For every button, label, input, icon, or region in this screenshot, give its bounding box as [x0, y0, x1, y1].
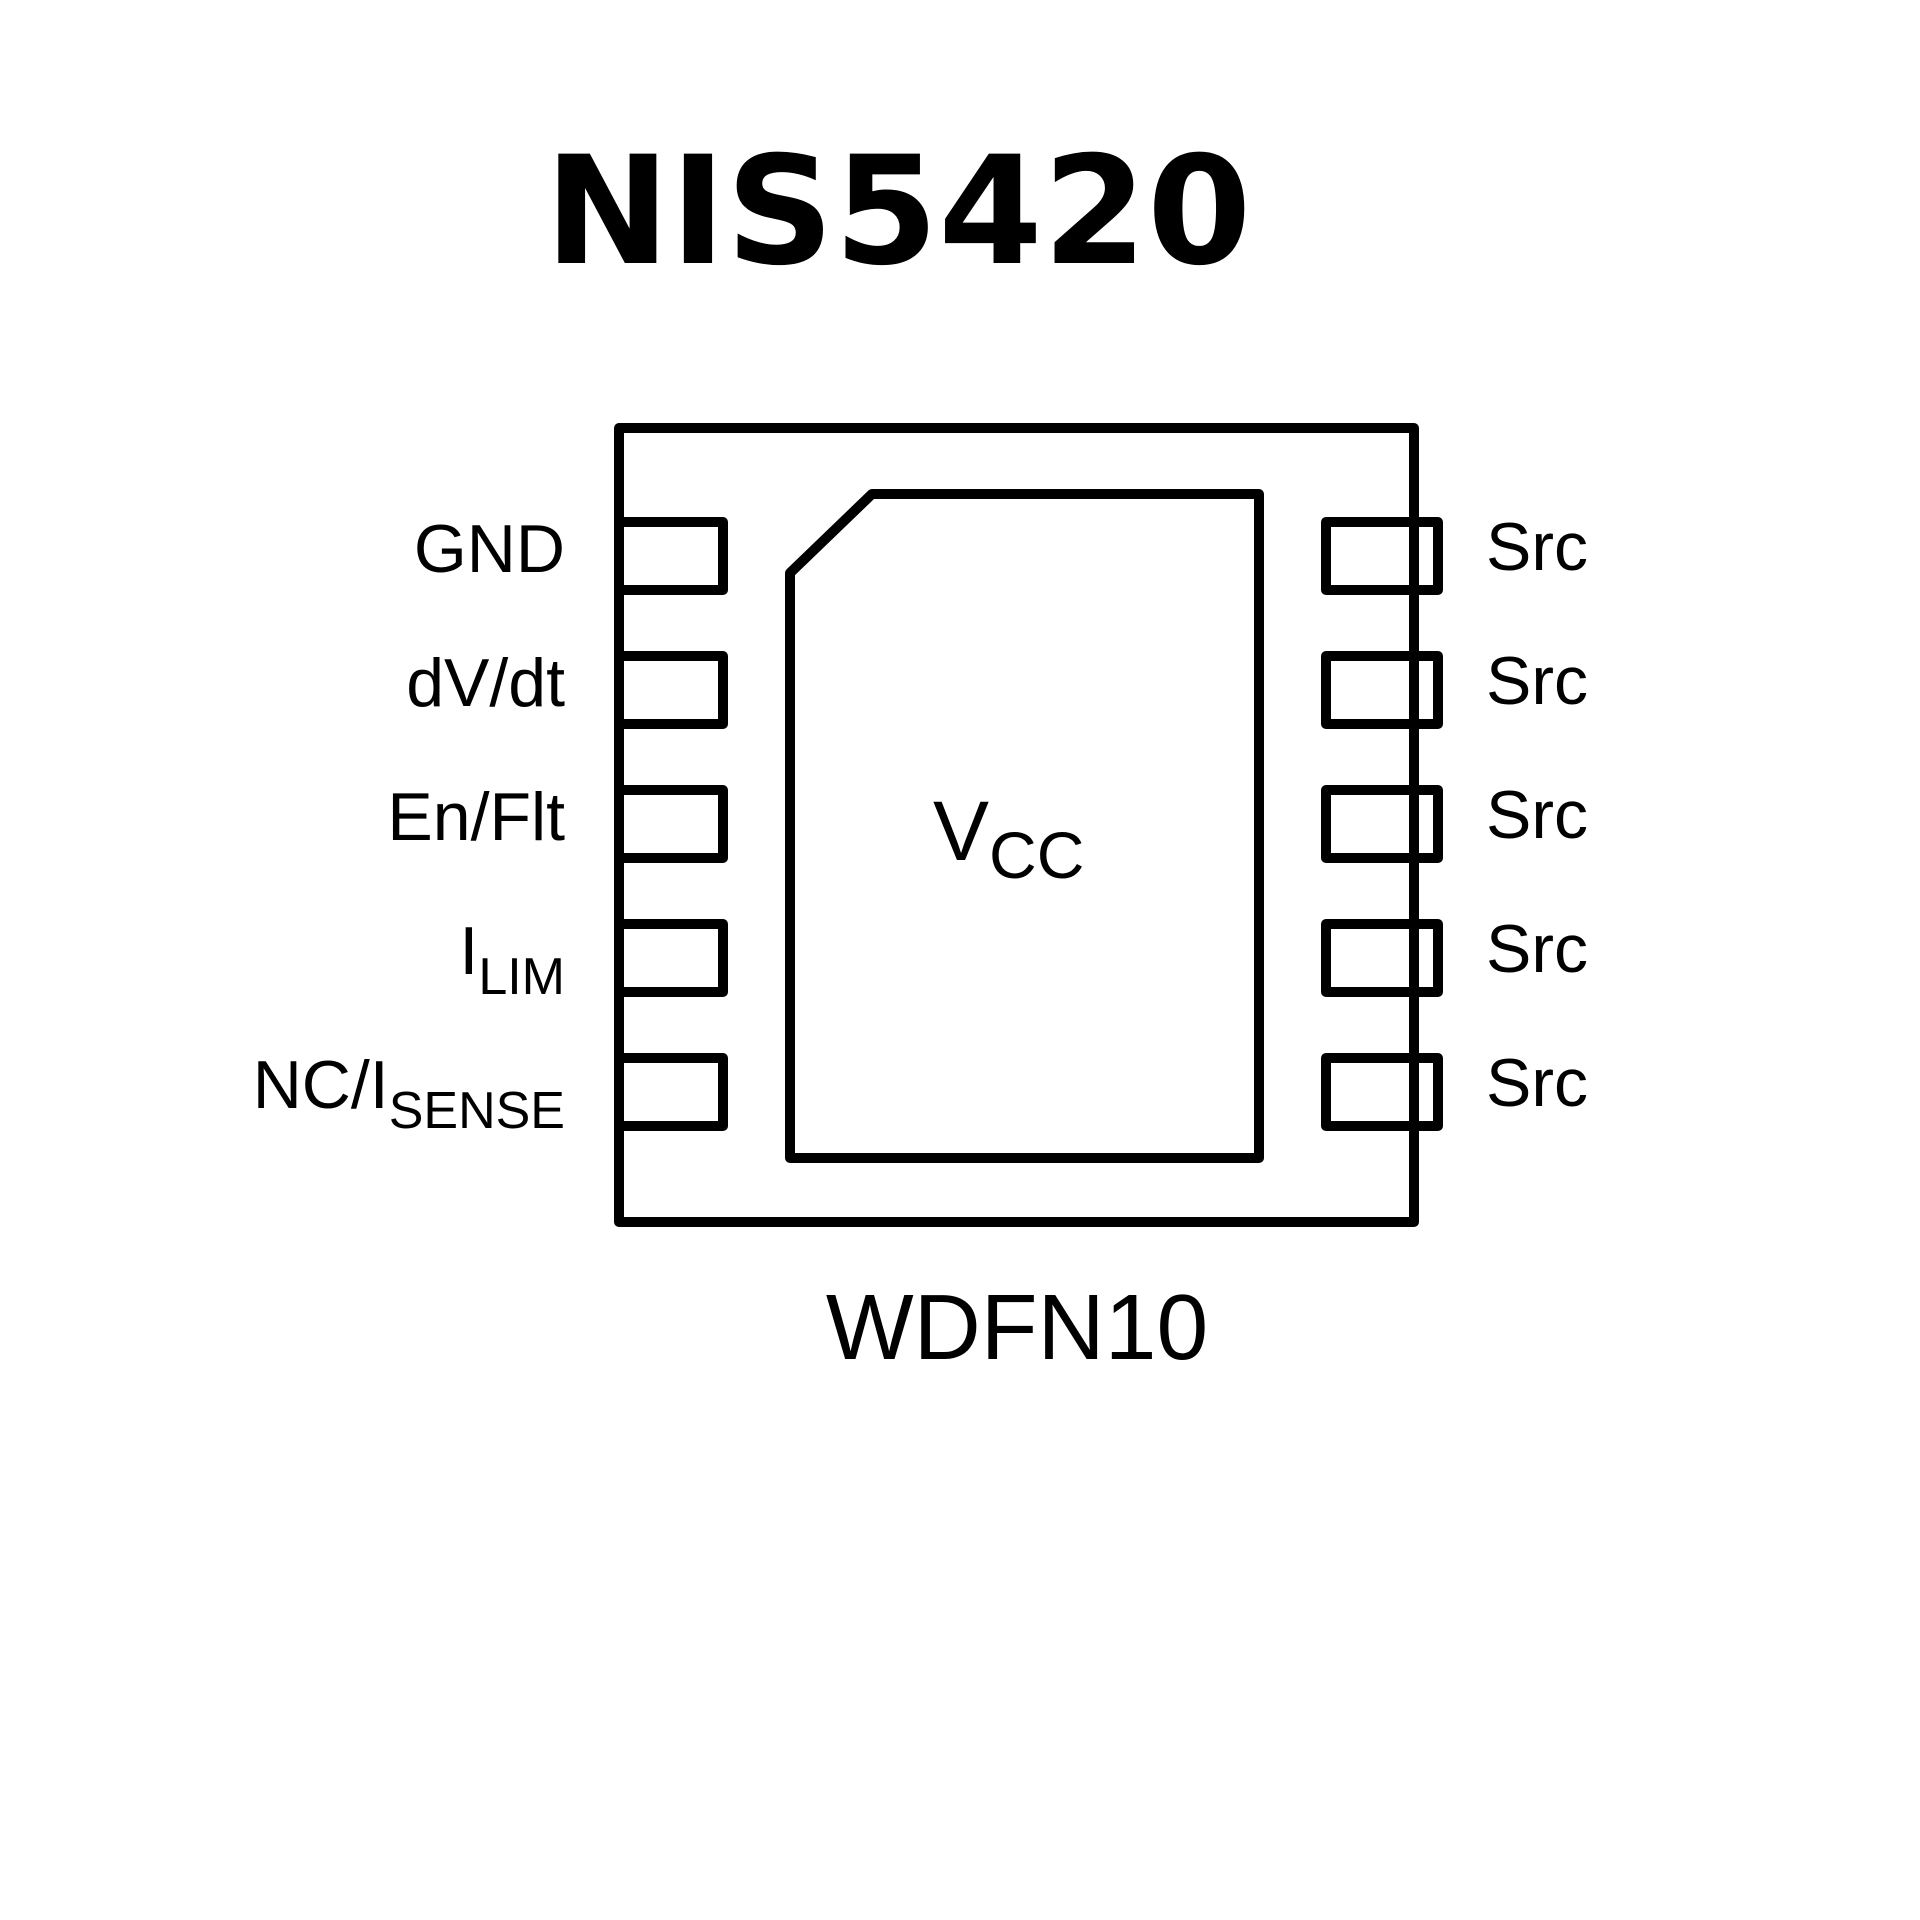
chip-title: NIS5420 [545, 125, 1252, 299]
exposed-pad [785, 489, 1264, 1163]
pin-label-left: GND [414, 511, 565, 587]
pin-label-right: Src [1486, 777, 1588, 853]
pin-label-right: Src [1486, 509, 1588, 585]
exposed-pad-label-sub: CC [989, 818, 1084, 892]
pin-label-main: En/Flt [387, 779, 565, 855]
pin-label-sub: SENSE [389, 1082, 565, 1140]
pin-label-main: I [459, 913, 478, 989]
pin-label-main: GND [414, 511, 565, 587]
pin-pad-left [614, 517, 728, 595]
pin-label-left: dV/dt [406, 645, 565, 721]
pin-pad-left [614, 1053, 728, 1131]
pin-label-right: Src [1486, 1045, 1588, 1121]
pin-label-right: Src [1486, 643, 1588, 719]
pin-pad-left [614, 785, 728, 863]
pin-pad-right [1321, 919, 1443, 997]
pin-pad-left [614, 651, 728, 729]
pin-pad-left [614, 919, 728, 997]
pin-label-sub: LIM [478, 948, 565, 1006]
exposed-pad-label-main: V [933, 784, 989, 878]
pin-label-left: En/Flt [387, 779, 565, 855]
pin-pad-right [1321, 785, 1443, 863]
exposed-pad-label: VCC [933, 784, 1084, 892]
pin-pad-right [1321, 517, 1443, 595]
pin-label-left: ILIM [459, 913, 565, 1006]
pin-label-main: dV/dt [406, 645, 565, 721]
pin-label-main: NC/I [253, 1047, 389, 1123]
pin-pad-right [1321, 651, 1443, 729]
pin-pad-right [1321, 1053, 1443, 1131]
pin-label-left: NC/ISENSE [253, 1047, 565, 1140]
pin-label-right: Src [1486, 911, 1588, 987]
package-name: WDFN10 [826, 1275, 1208, 1379]
